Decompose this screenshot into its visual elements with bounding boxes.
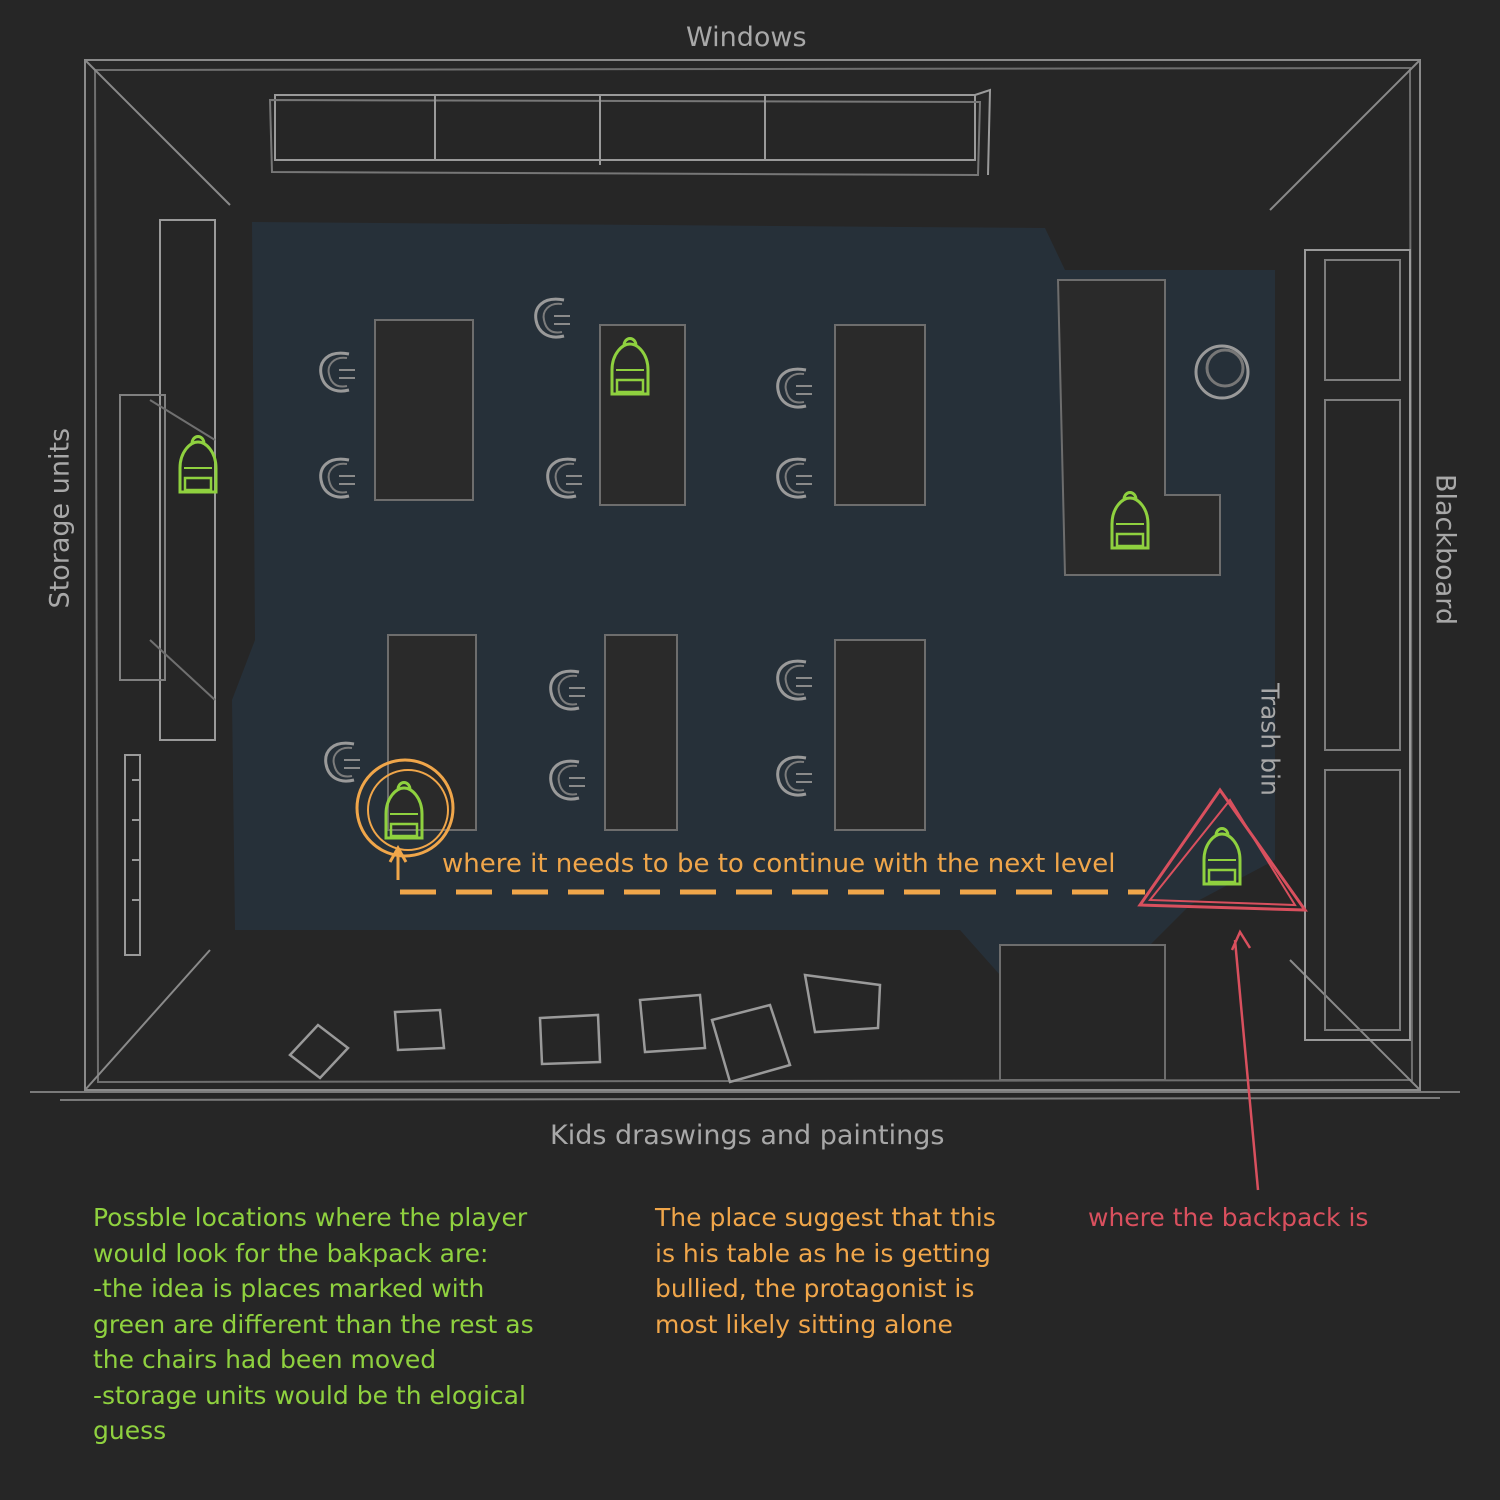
note-line: bullied, the protagonist is	[655, 1274, 975, 1303]
warning-triangle-icon	[1137, 787, 1308, 1191]
red-marker-note: where the backpack is	[1088, 1200, 1368, 1236]
window-frames	[268, 88, 992, 177]
desks	[374, 279, 1221, 1081]
note-line: most likely sitting alone	[655, 1309, 953, 1339]
storage-units-label: Storage units	[44, 427, 76, 609]
classroom-floor	[232, 222, 1275, 975]
note-line: -storage units would be th elogical	[93, 1380, 526, 1410]
backpack-icon	[178, 435, 218, 494]
blackboard-frame	[1304, 249, 1411, 1041]
note-line: green are different than the rest as	[93, 1309, 534, 1339]
note-line: -the idea is places marked with	[93, 1274, 485, 1303]
green-markers-note: Possble locations where the player would…	[93, 1200, 534, 1449]
note-line: where the backpack is	[1088, 1203, 1369, 1232]
trash-bin-label: Trash bin	[1255, 683, 1285, 796]
windows-label: Windows	[686, 22, 807, 53]
note-line: would look for the bakpack are:	[93, 1238, 489, 1268]
blackboard-label: Blackboard	[1429, 473, 1461, 626]
target-desk-marker	[355, 758, 1145, 895]
kids-drawings	[288, 973, 882, 1084]
room-walls	[30, 59, 1460, 1101]
trash-bin-shape	[1194, 344, 1250, 400]
storage-unit-frames	[119, 219, 216, 956]
note-line: the chairs had been moved	[93, 1345, 437, 1374]
note-line: The place suggest that this	[655, 1203, 996, 1232]
note-line: guess	[93, 1416, 167, 1445]
note-line: is his table as he is getting	[655, 1238, 991, 1268]
note-line: Possble locations where the player	[93, 1203, 528, 1232]
path-note: where it needs to be to continue with th…	[442, 849, 1116, 879]
kids-drawings-label: Kids draswings and paintings	[550, 1120, 945, 1151]
orange-marker-note: The place suggest that this is his table…	[655, 1200, 996, 1342]
